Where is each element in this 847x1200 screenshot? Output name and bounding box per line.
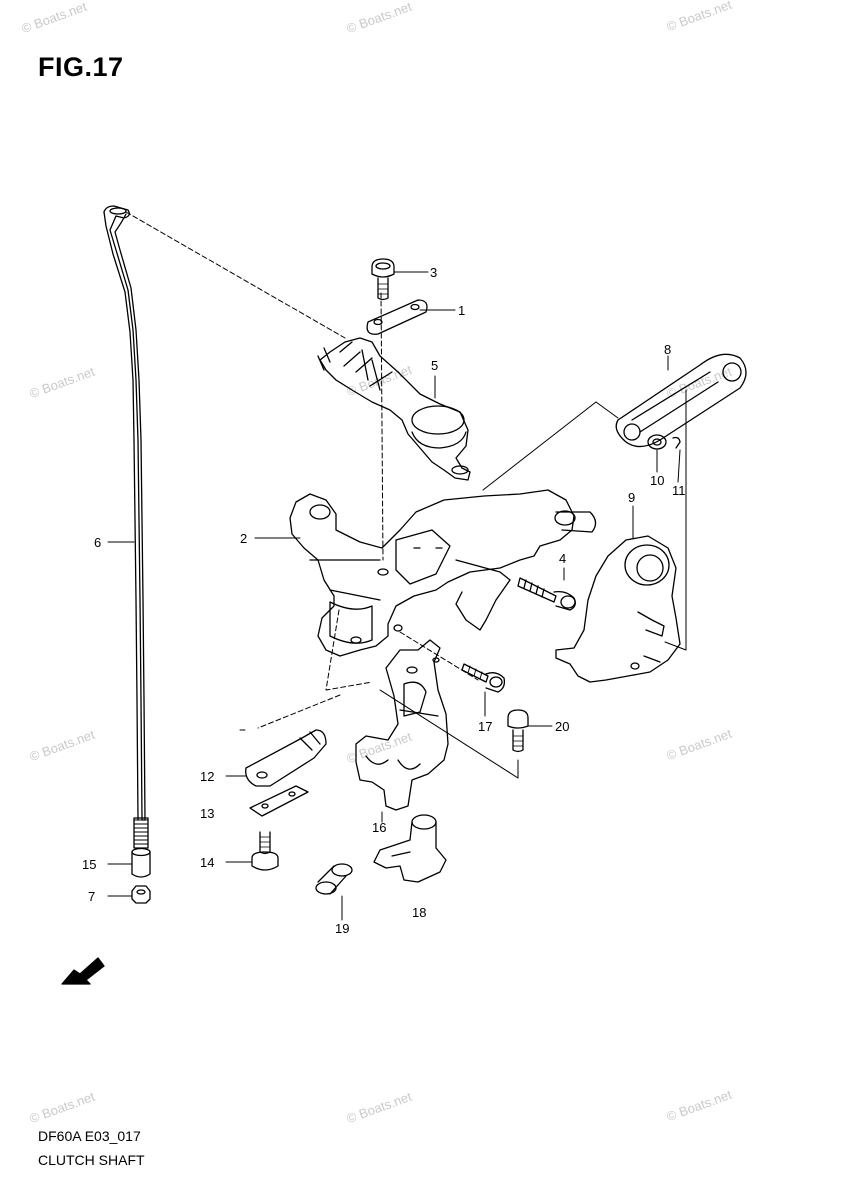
part-3-bolt [371, 258, 395, 301]
part-12-lever [245, 729, 327, 787]
callout-4: 4 [559, 551, 566, 566]
part-8-link [615, 353, 747, 448]
part-6-clutch-rod [103, 205, 149, 849]
callout-3: 3 [430, 265, 437, 280]
callout-10: 10 [650, 473, 664, 488]
part-16-clutch-plate [355, 639, 449, 811]
part-4-bolt [517, 577, 576, 611]
part-11-pin [672, 436, 681, 449]
part-1-plate [366, 299, 428, 335]
part-7-nut [131, 885, 151, 904]
callout-18: 18 [412, 905, 426, 920]
part-14-bolt [251, 831, 279, 871]
callout-12: 12 [200, 769, 214, 784]
part-18-yoke [373, 814, 447, 883]
diagram-name: CLUTCH SHAFT [38, 1152, 145, 1168]
part-17-bolt [461, 663, 506, 693]
diagram-code: DF60A E03_017 [38, 1128, 141, 1144]
callout-11: 11 [672, 483, 686, 498]
callout-9: 9 [628, 490, 635, 505]
front-arrow-icon [61, 957, 105, 985]
part-10-washer [647, 434, 667, 450]
part-13-plate [249, 785, 309, 817]
part-15-coupler [131, 847, 151, 878]
callout-8: 8 [664, 342, 671, 357]
callout-15: 15 [82, 857, 96, 872]
callout-5: 5 [431, 358, 438, 373]
part-2-bracket [289, 489, 597, 657]
part-9-cam-housing [555, 535, 681, 683]
callout-13: 13 [200, 806, 214, 821]
callout-6: 6 [94, 535, 101, 550]
callout-leaders [107, 271, 681, 921]
callout-labels: 3 1 5 6 2 4 8 9 10 11 12 13 14 15 7 16 1… [82, 265, 686, 936]
part-19-bushing [315, 863, 353, 895]
callout-2: 2 [240, 531, 247, 546]
callout-14: 14 [200, 855, 214, 870]
callout-7: 7 [88, 889, 95, 904]
callout-20: 20 [555, 719, 569, 734]
part-5-shift-lever [317, 337, 471, 481]
assembly-lines [125, 211, 687, 779]
callout-17: 17 [478, 719, 492, 734]
callout-1: 1 [458, 303, 465, 318]
callout-16: 16 [372, 820, 386, 835]
callout-19: 19 [335, 921, 349, 936]
part-20-bolt [507, 709, 529, 753]
figure-title: FIG.17 [38, 52, 124, 82]
